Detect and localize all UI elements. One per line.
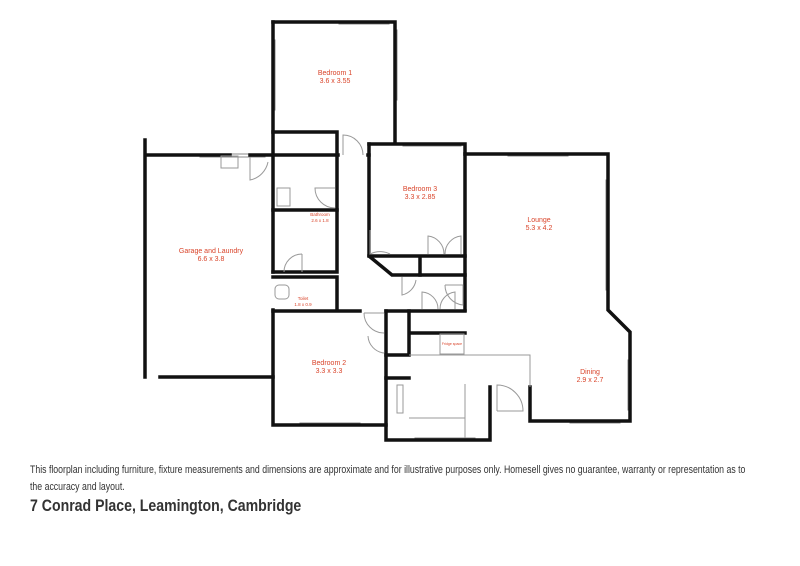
disclaimer-text: This floorplan including furniture, fixt… (30, 464, 746, 493)
fixtures (220, 134, 531, 438)
walls (143, 20, 632, 442)
property-address: 7 Conrad Place, Leamington, Cambridge (30, 496, 302, 515)
fridge-space-label: Fridge space (442, 342, 462, 346)
